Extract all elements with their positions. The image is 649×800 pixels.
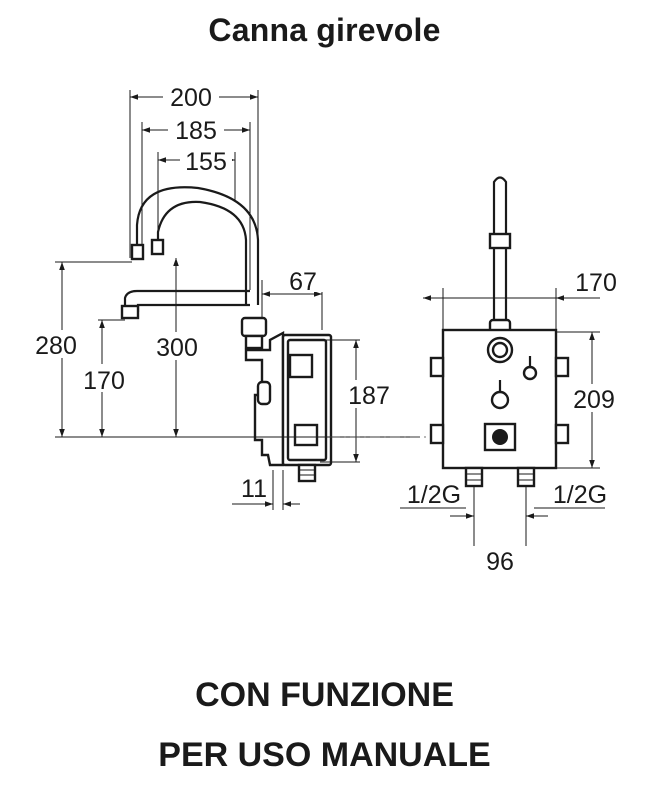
dim-96: 96 [486,548,514,576]
front-view: 170 209 1/2G 1/2G 96 [400,176,622,576]
dim-280: 280 [35,332,77,360]
dim-67: 67 [289,268,317,296]
dim-11: 11 [241,475,267,503]
dim-155: 155 [185,148,227,176]
thread-left-label: 1/2G [407,481,461,509]
dim-300: 300 [156,334,198,362]
dim-170-side: 170 [83,367,125,395]
dim-200: 200 [170,84,212,112]
thread-right-label: 1/2G [553,481,607,509]
dim-170-front: 170 [575,269,617,297]
dim-185: 185 [175,117,217,145]
footer-line-1: CON FUNZIONE [195,676,454,714]
dim-209: 209 [573,386,615,414]
side-view: 200 185 155 [26,82,420,510]
footer-line-2: PER USO MANUALE [158,736,491,774]
dim-187: 187 [348,382,390,410]
page-title: Canna girevole [208,12,441,48]
